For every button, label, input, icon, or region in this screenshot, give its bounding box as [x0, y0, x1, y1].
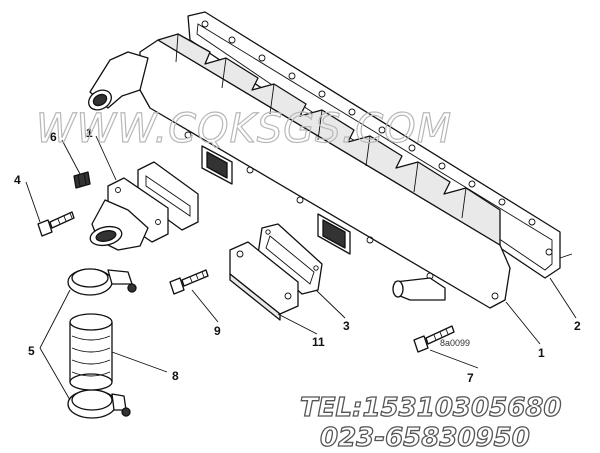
rubber-hose [69, 313, 113, 391]
cover-plate [229, 241, 299, 321]
plug-nut [73, 171, 91, 189]
drawing-code: 8a0099 [440, 338, 470, 348]
callout-9: 9 [214, 324, 221, 338]
callout-5: 5 [28, 344, 35, 358]
callout-7: 7 [467, 371, 474, 385]
callout-8: 8 [172, 369, 179, 383]
callout-2: 2 [574, 319, 581, 333]
cap-screw-middle [169, 269, 209, 295]
callout-6: 6 [50, 130, 57, 144]
callout-11: 11 [312, 335, 325, 349]
callout-1-left: 1 [86, 126, 93, 140]
callout-3: 3 [343, 319, 350, 333]
contact-tel: TEL:15310305680 [300, 393, 561, 423]
callout-1-right: 1 [538, 346, 545, 360]
cap-screw-left [37, 211, 75, 237]
callout-4: 4 [14, 173, 21, 187]
watermark-url: WWW.CQKSGS.COM [36, 106, 452, 152]
elbow-connector [89, 177, 169, 251]
hose-clamp-lower [67, 389, 131, 419]
hose-clamp-upper [67, 268, 137, 296]
contact-phone: 023-65830950 [320, 423, 530, 453]
cap-screw-right [413, 325, 455, 353]
exhaust-manifold [88, 33, 511, 309]
leader-lines [25, 135, 577, 401]
